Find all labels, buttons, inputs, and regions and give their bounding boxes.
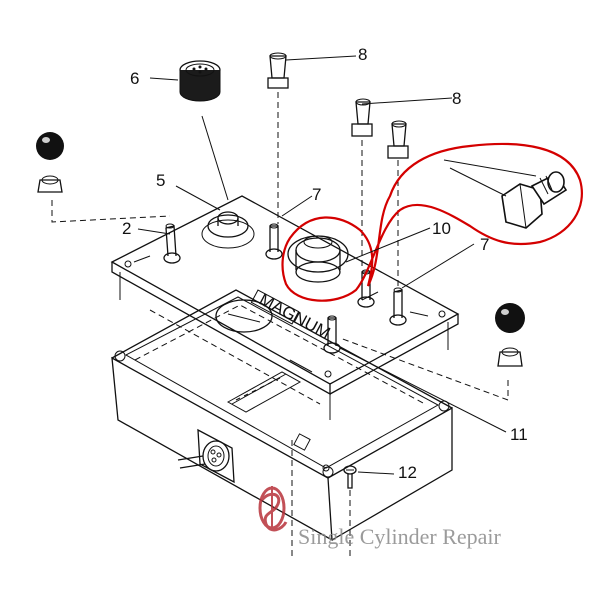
callout-5: 5 — [156, 171, 165, 190]
toggle-switch-2 — [163, 223, 181, 264]
connector-cap — [179, 60, 221, 102]
leader-cap — [201, 115, 229, 201]
breaker-seat — [287, 235, 349, 283]
toggle-switch-8-mid — [351, 98, 373, 137]
knob-ball-icon — [36, 132, 64, 193]
callout-7-right: 7 — [480, 235, 489, 254]
toggle-switch-8-right — [387, 120, 409, 159]
leader-lines — [137, 55, 507, 475]
circular-connector-icon — [177, 428, 235, 484]
callout-6: 6 — [130, 69, 139, 88]
control-panel-plate — [110, 195, 460, 420]
enclosure-box — [111, 289, 453, 560]
highlight-outline — [281, 142, 583, 302]
toggle-switch-8-top — [267, 52, 289, 89]
callout-12: 12 — [398, 463, 417, 482]
plate-logo: MAGNUM — [215, 289, 333, 343]
callout-8-top: 8 — [358, 45, 367, 64]
toggle-switch-7-left — [265, 223, 283, 260]
callout-11: 11 — [510, 425, 528, 444]
svg-text:MAGNUM: MAGNUM — [256, 290, 333, 343]
terminal-strip — [235, 377, 281, 401]
plate-markings — [133, 255, 429, 373]
watermark: Single Cylinder Repair — [258, 486, 502, 549]
callout-8-right: 8 — [452, 89, 461, 108]
logo-icon — [258, 486, 288, 532]
screw-icon — [343, 465, 357, 560]
toggle-switch-7-right-b — [389, 287, 407, 326]
reset-button — [201, 211, 255, 249]
knob-ball-icon-right — [495, 303, 525, 367]
callout-10: 10 — [432, 219, 451, 238]
breaker-button-icon — [443, 159, 568, 229]
callout-7-left: 7 — [312, 185, 321, 204]
callout-2: 2 — [122, 219, 131, 238]
watermark-text: Single Cylinder Repair — [298, 524, 502, 549]
